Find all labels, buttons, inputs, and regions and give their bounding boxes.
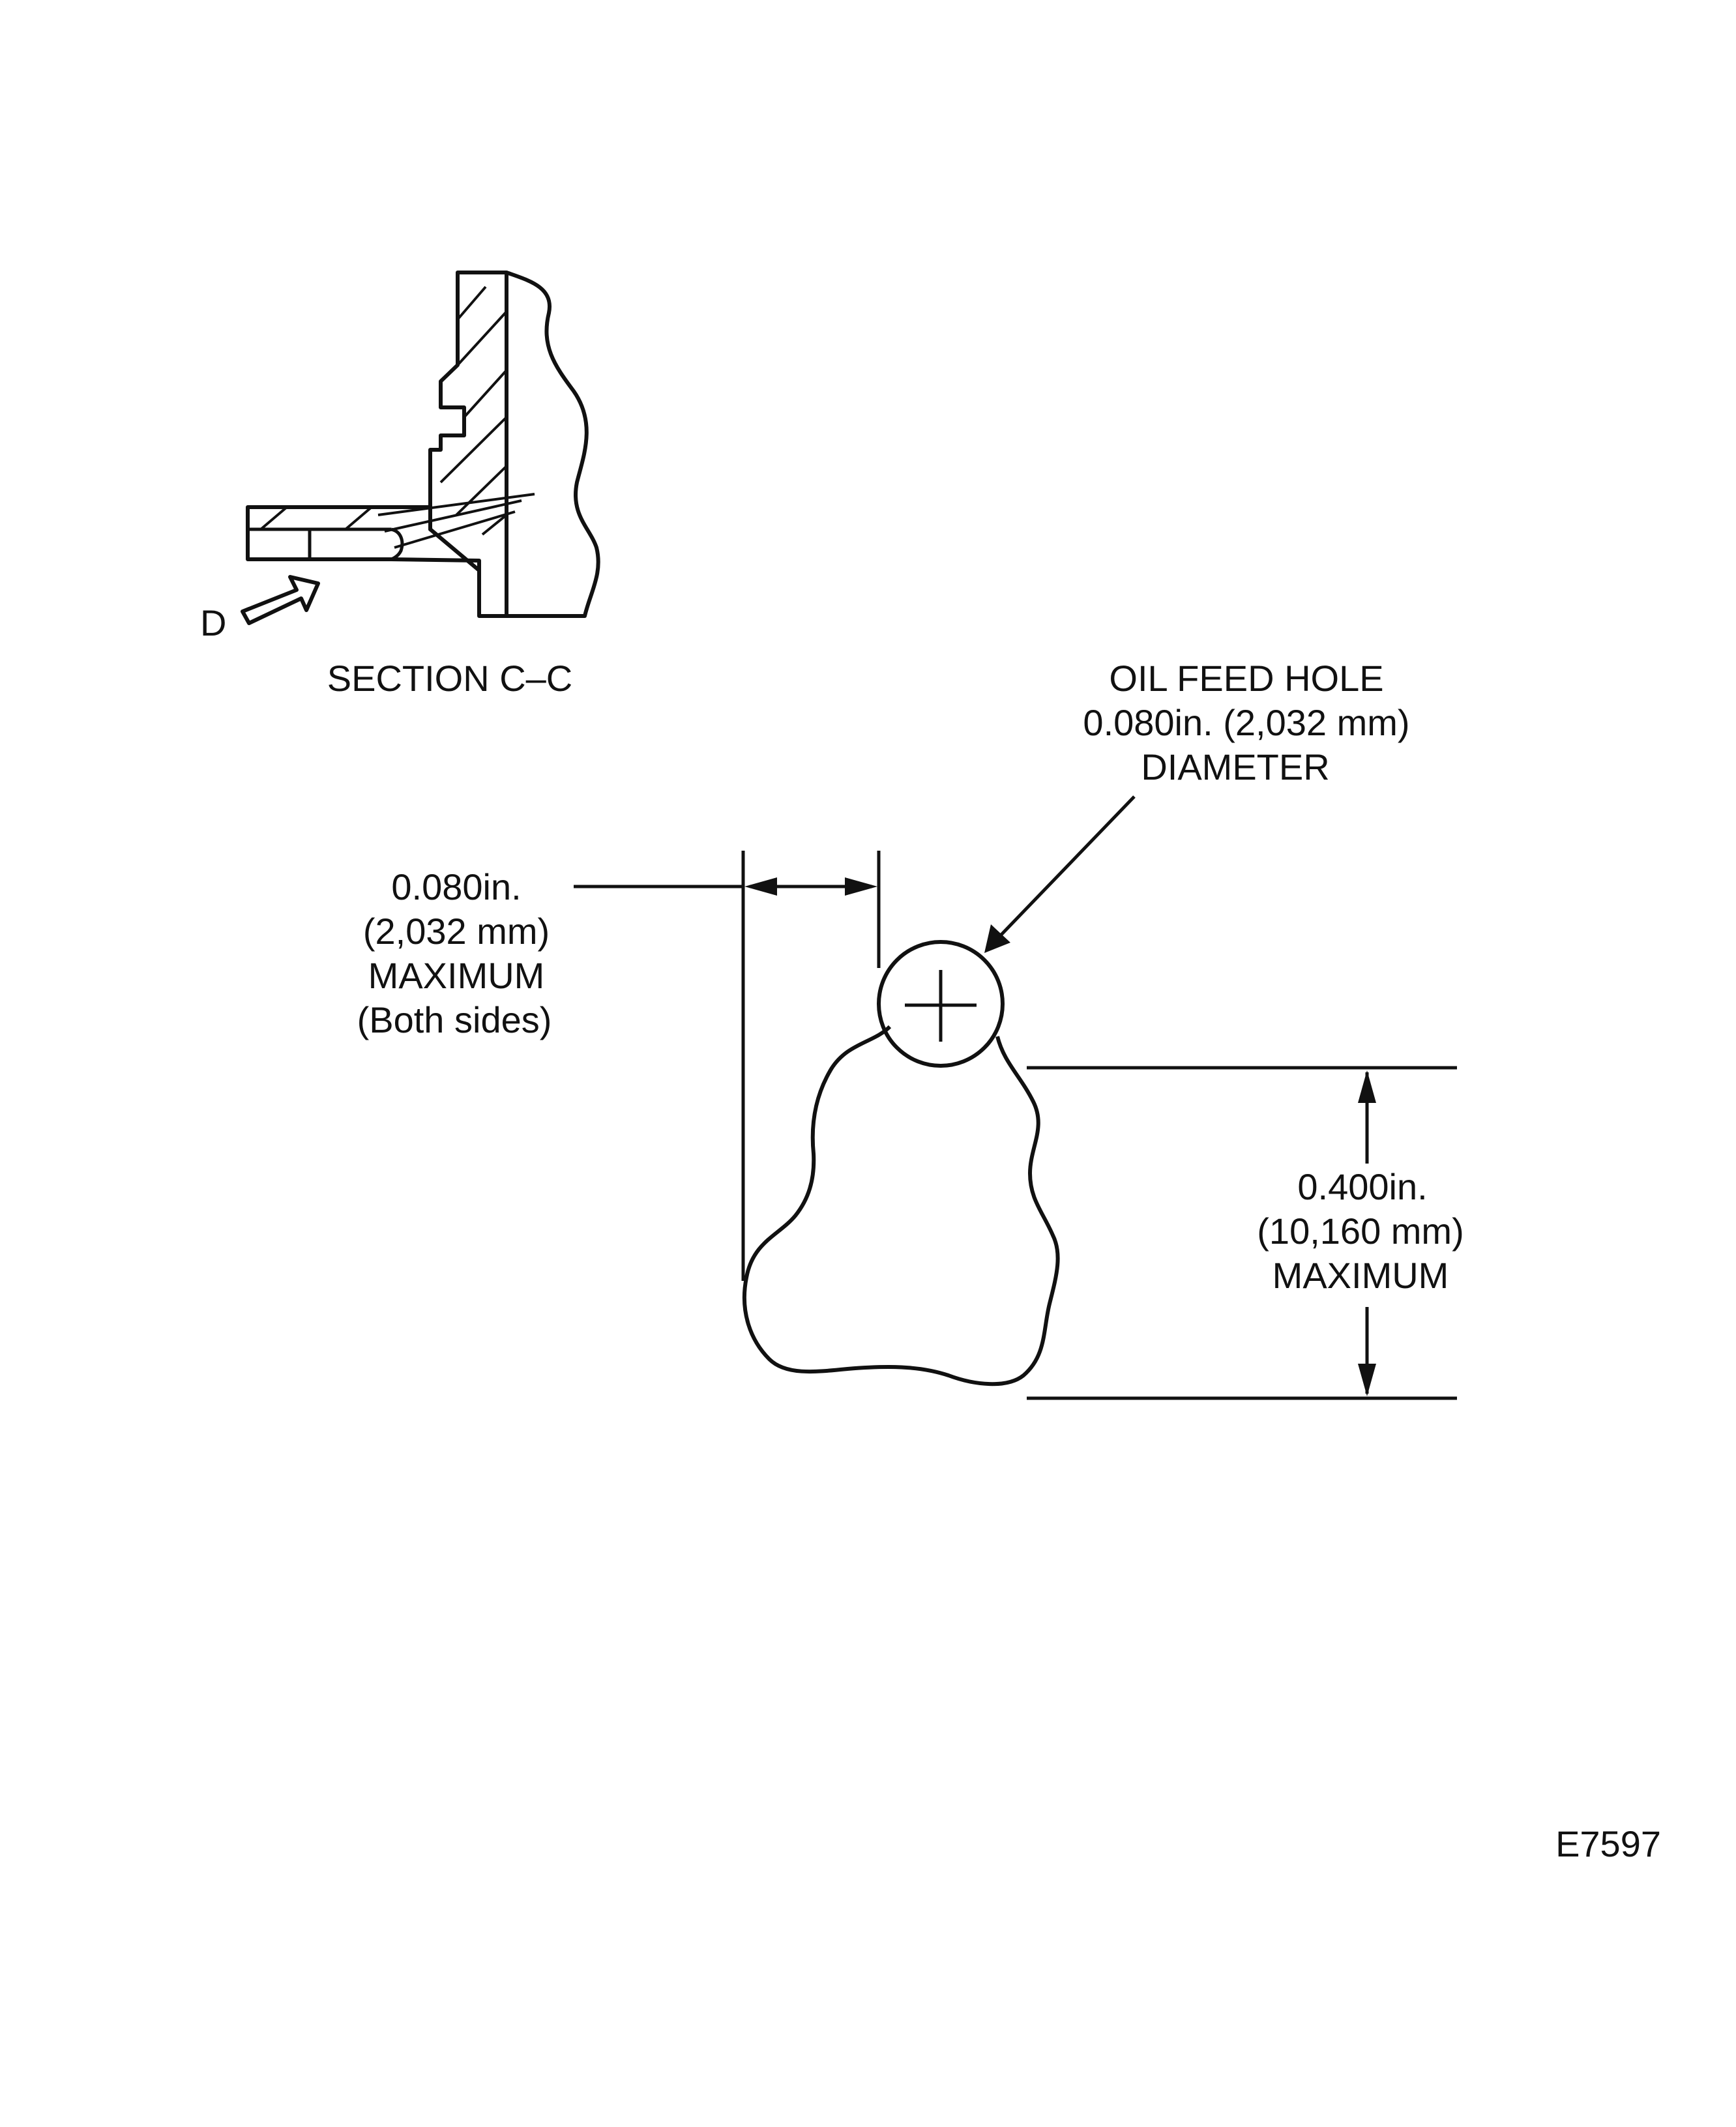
oil-feed-hole-circle xyxy=(877,940,1005,1068)
detail-view: OIL FEED HOLE 0.080in. (2,032 mm) DIAMET… xyxy=(357,658,1464,1400)
width-dim-note: (Both sides) xyxy=(357,999,552,1040)
section-break-edge xyxy=(505,271,600,618)
oil-feed-hole-leader xyxy=(996,795,1136,940)
section-hatching xyxy=(439,286,508,536)
section-c-c-view: D SECTION C–C xyxy=(200,271,600,699)
oil-feed-hole-size: 0.080in. (2,032 mm) xyxy=(1083,702,1409,743)
width-dim-value-in: 0.080in. xyxy=(391,866,521,907)
section-housing-outline xyxy=(428,271,508,618)
width-dim-value-mm: (2,032 mm) xyxy=(363,911,550,952)
depth-dim-limit: MAXIMUM xyxy=(1273,1255,1449,1296)
cavity-outline xyxy=(743,1025,1060,1386)
view-direction-label: D xyxy=(200,602,226,643)
section-caption: SECTION C–C xyxy=(327,658,573,699)
view-direction-arrow-icon xyxy=(241,575,320,625)
depth-dim-value-in: 0.400in. xyxy=(1297,1166,1427,1207)
oil-feed-hole-type: DIAMETER xyxy=(1141,746,1329,787)
oil-feed-hole-title: OIL FEED HOLE xyxy=(1109,658,1383,699)
section-flange xyxy=(246,505,481,572)
depth-dim-value-mm: (10,160 mm) xyxy=(1257,1210,1464,1252)
figure-id: E7597 xyxy=(1555,1823,1661,1864)
oil-drilling-lines xyxy=(377,493,535,549)
width-dim-limit: MAXIMUM xyxy=(368,955,545,996)
